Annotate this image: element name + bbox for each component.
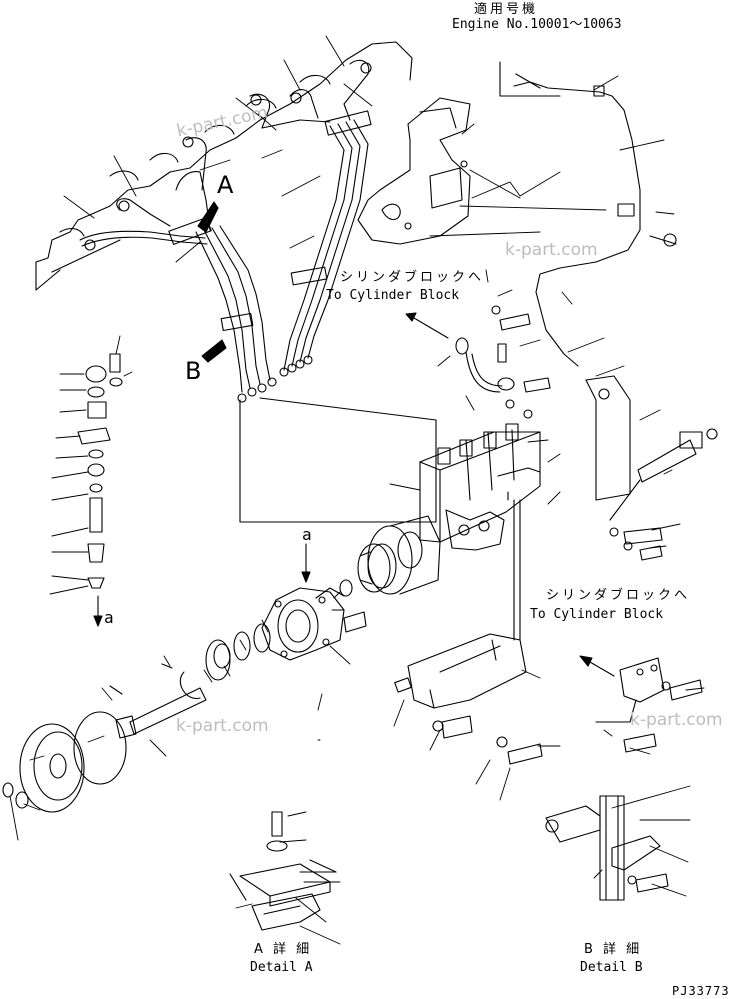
engine-number-range: Engine No.10001〜10063 (452, 17, 622, 32)
rear-bracket (580, 656, 702, 752)
pump-bracket (586, 376, 717, 560)
to-cyl-block-arrow-1 (414, 318, 448, 338)
detail-b-title-jp: B 詳 細 (584, 942, 643, 957)
injection-pump (368, 424, 540, 594)
applicable-serial-jp: 適用号機 (474, 2, 539, 17)
detail-b-drawing (546, 796, 668, 900)
reference-a-top: a (302, 525, 312, 544)
watermark-3: k-part.com (176, 716, 269, 736)
lower-bracket (395, 500, 542, 764)
view-arrow-a (198, 202, 218, 232)
assembly-leader (240, 398, 436, 522)
drawing-number: PJ33773 (672, 984, 730, 998)
manifold-housing (358, 98, 470, 244)
small-parts-stack (78, 354, 122, 626)
detail-b-title-en: Detail B (580, 960, 643, 975)
detail-a-title-en: Detail A (250, 960, 313, 975)
detail-a-title-jp: A 詳 細 (254, 942, 313, 957)
drive-coupling (358, 544, 396, 592)
part-leader-lines (10, 36, 704, 944)
watermark-4: k-part.com (630, 710, 723, 730)
view-arrow-b (202, 340, 226, 362)
to-cylinder-block-en-1: To Cylinder Block (326, 288, 460, 303)
engine-block-outline (36, 42, 412, 290)
lube-oil-pipe (514, 74, 676, 366)
reference-a-bottom: a (104, 608, 114, 627)
bolts-upper (456, 306, 550, 418)
to-cylinder-block-jp-2: シリンダブロックへ (546, 588, 691, 603)
view-label-a: A (217, 171, 234, 199)
engine-no-leader (500, 62, 560, 96)
injection-pipes (80, 60, 371, 402)
view-label-b: B (185, 357, 202, 385)
detail-a-drawing (230, 812, 336, 930)
to-cylinder-block-en-2: To Cylinder Block (530, 607, 664, 622)
to-cylinder-block-jp-1: シリンダブロックへ (340, 270, 485, 285)
pump-drive-housing (3, 580, 366, 812)
watermark-2: k-part.com (505, 240, 598, 260)
